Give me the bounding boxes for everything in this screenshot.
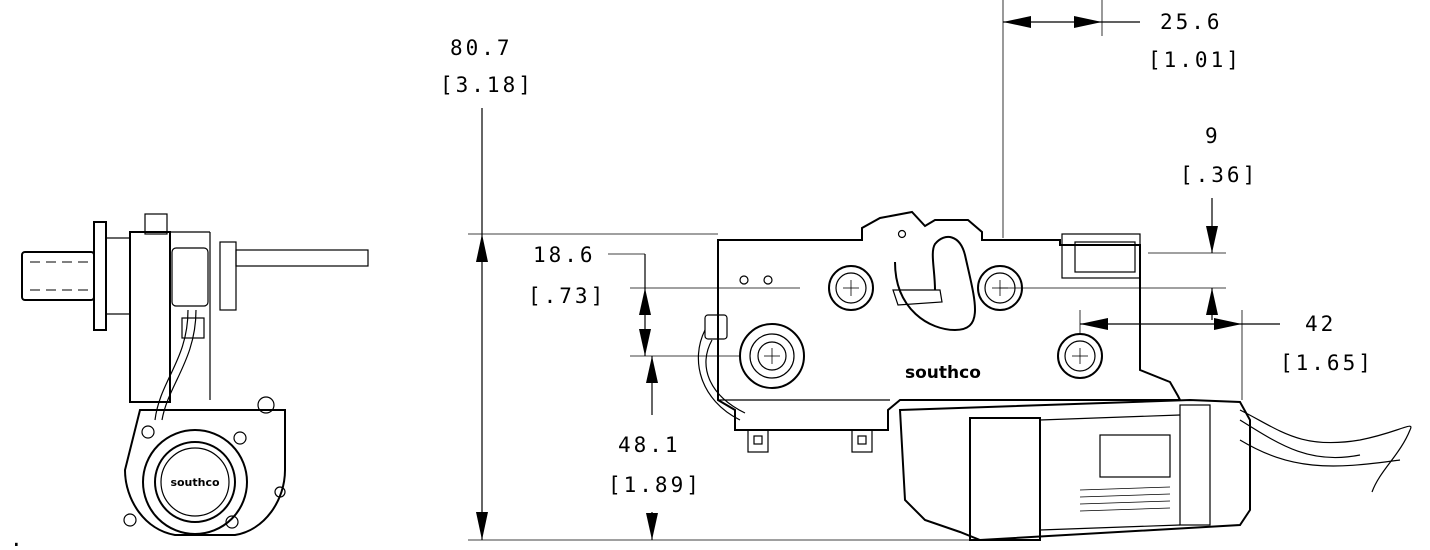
dim-overall-height: 80.7 [3.18]: [440, 36, 534, 540]
dim-lower-height-mm: 48.1: [618, 433, 681, 457]
dim-overall-height-mm: 80.7: [450, 36, 513, 60]
dim-top-offset-in: [1.01]: [1148, 48, 1242, 72]
side-view: southco: [21, 213, 369, 536]
dim-right-step: 9 [.36]: [1180, 124, 1258, 320]
side-logo: southco: [170, 476, 220, 489]
front-view: southco: [697, 210, 1412, 542]
dim-hole-spacing-v-in: [.73]: [528, 284, 606, 308]
dim-hole-spacing-h-in: [1.65]: [1280, 351, 1374, 375]
dim-top-offset: 25.6 [1.01]: [1003, 10, 1242, 72]
extension-lines: [468, 0, 1243, 541]
dim-hole-spacing-v: 18.6 [.73]: [528, 243, 651, 356]
dim-right-step-in: [.36]: [1180, 163, 1258, 187]
dot-mark: .: [10, 527, 26, 550]
dim-lower-height-in: [1.89]: [608, 473, 702, 497]
front-logo: southco: [905, 363, 981, 383]
dim-overall-height-in: [3.18]: [440, 73, 534, 97]
dim-hole-spacing-h: 42 [1.65]: [1080, 312, 1374, 375]
dim-hole-spacing-v-mm: 18.6: [533, 243, 596, 267]
dim-lower-height: 48.1 [1.89]: [608, 356, 702, 540]
dim-hole-spacing-h-mm: 42: [1305, 312, 1336, 336]
dim-right-step-mm: 9: [1205, 124, 1221, 148]
dim-top-offset-mm: 25.6: [1160, 10, 1223, 34]
